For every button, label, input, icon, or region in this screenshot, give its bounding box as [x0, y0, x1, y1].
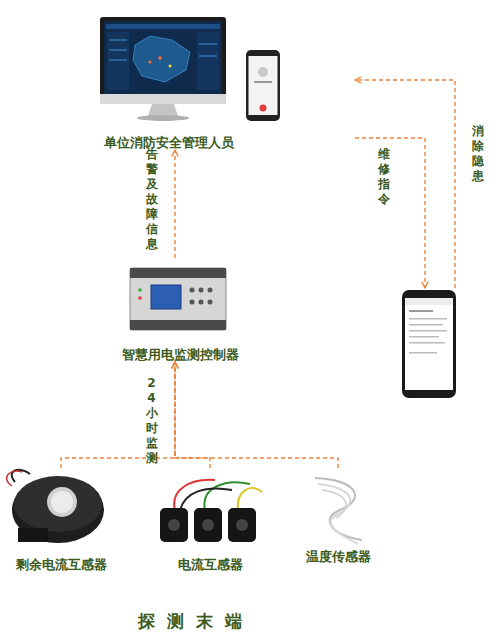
- device-node: 电流互感器: [152, 468, 268, 572]
- node-label: 单位消防安全管理人员: [104, 135, 234, 150]
- edge-label: 告警及故障信息: [144, 147, 159, 252]
- device-node: [400, 288, 458, 400]
- node-label: 温度传感器: [306, 549, 371, 564]
- edge-label: 消除隐患: [470, 124, 485, 184]
- monitor-illustration: [100, 17, 226, 121]
- dashed-arrow: [355, 80, 455, 288]
- residual-ct-illustration: [7, 470, 104, 543]
- dashed-arrow: [355, 138, 425, 288]
- dashed-arrow: [175, 362, 210, 468]
- controller-illustration: [130, 268, 226, 330]
- device-node: 单位消防安全管理人员: [95, 12, 355, 150]
- dashed-arrow: [175, 362, 338, 468]
- device-node: 温度传感器: [300, 468, 376, 564]
- temperature-sensor-illustration: [315, 478, 362, 544]
- device-node: 智慧用电监测控制器: [105, 258, 255, 362]
- section-title: 探测末端: [138, 610, 254, 633]
- ct-illustration: [160, 480, 262, 542]
- node-label: 智慧用电监测控制器: [122, 347, 239, 362]
- node-label: 电流互感器: [178, 557, 243, 572]
- node-label: 剩余电流互感器: [16, 557, 107, 572]
- device-node: 剩余电流互感器: [2, 468, 120, 572]
- edge-label: 维修指令: [376, 147, 391, 207]
- dashed-arrow: [61, 362, 175, 468]
- dashed-arrow: [174, 150, 175, 258]
- phone-illustration: [246, 50, 280, 121]
- app-phone-illustration: [402, 290, 456, 398]
- edge-label: 24小时监测: [144, 376, 159, 466]
